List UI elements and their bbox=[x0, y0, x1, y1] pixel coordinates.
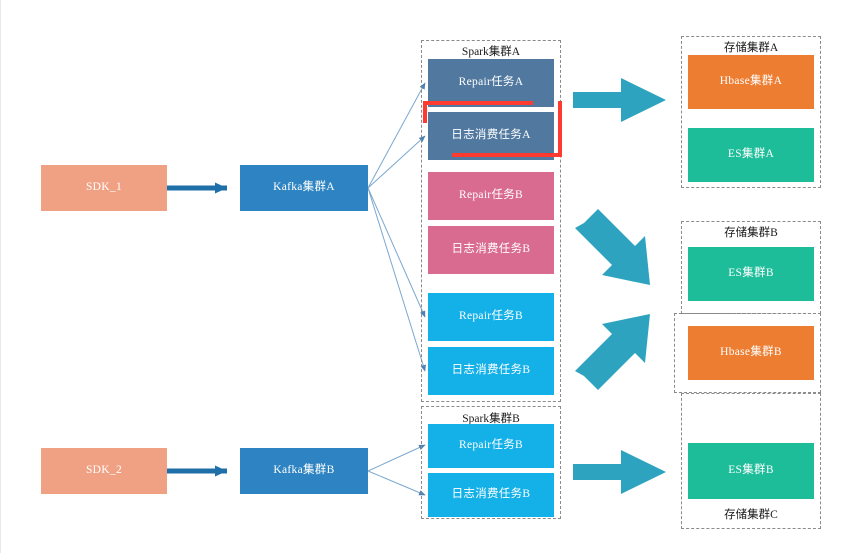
task-consume-a[interactable]: 日志消费任务A bbox=[428, 112, 554, 160]
flow-kafka-a-consume-b2 bbox=[367, 187, 426, 372]
flow-kafka-b-repair-b3 bbox=[367, 444, 426, 472]
node-label: ES集群B bbox=[728, 267, 774, 280]
group-storage-cluster-c bbox=[681, 393, 821, 529]
flow-kafka-a-repair-a bbox=[367, 82, 426, 189]
group-spark-cluster-b-title: Spark集群B bbox=[462, 413, 520, 425]
task-consume-b-cyan[interactable]: 日志消费任务B bbox=[428, 347, 554, 395]
task-consume-b-spark-b[interactable]: 日志消费任务B bbox=[428, 473, 554, 517]
highlight-edge-right bbox=[558, 101, 562, 157]
task-repair-b-spark-b[interactable]: Repair任务B bbox=[428, 424, 554, 468]
group-storage-cluster-a bbox=[681, 36, 821, 188]
node-label: Kafka集群B bbox=[273, 464, 335, 477]
node-es-cluster-b[interactable]: ES集群B bbox=[688, 247, 814, 301]
task-label: 日志消费任务B bbox=[451, 488, 531, 501]
flow-kafka-a-consume-a bbox=[367, 135, 426, 189]
node-kafka-cluster-a[interactable]: Kafka集群A bbox=[240, 165, 368, 211]
node-hbase-cluster-a[interactable]: Hbase集群A bbox=[688, 55, 814, 109]
group-storage-hbase-b bbox=[674, 313, 821, 393]
task-repair-b-cyan[interactable]: Repair任务B bbox=[428, 293, 554, 341]
task-repair-a[interactable]: Repair任务A bbox=[428, 59, 554, 107]
flow-kafka-a-repair-b2 bbox=[367, 187, 426, 318]
flow-kafka-b-consume-b3 bbox=[367, 470, 426, 496]
node-label: Hbase集群A bbox=[719, 75, 783, 88]
block-arrow-spark-a-hbase-b bbox=[575, 314, 650, 390]
node-es-cluster-a[interactable]: ES集群A bbox=[688, 128, 814, 182]
node-hbase-cluster-b[interactable]: Hbase集群B bbox=[688, 326, 814, 380]
task-label: 日志消费任务A bbox=[451, 129, 531, 142]
task-repair-b-pink[interactable]: Repair任务B bbox=[428, 172, 554, 220]
highlight-edge-left bbox=[423, 101, 427, 123]
node-label: ES集群A bbox=[727, 148, 775, 161]
group-spark-cluster-a-title: Spark集群A bbox=[461, 46, 521, 58]
node-sdk-1[interactable]: SDK_1 bbox=[41, 165, 167, 211]
node-label: Kafka集群A bbox=[273, 181, 335, 194]
task-label: Repair任务A bbox=[458, 76, 524, 89]
node-label: ES集群B bbox=[728, 464, 774, 477]
node-label: SDK_1 bbox=[85, 181, 122, 194]
highlight-edge-top bbox=[423, 101, 533, 105]
node-sdk-2[interactable]: SDK_2 bbox=[41, 448, 167, 494]
task-label: 日志消费任务B bbox=[451, 364, 531, 377]
task-label: 日志消费任务B bbox=[451, 243, 531, 256]
node-label: SDK_2 bbox=[85, 464, 122, 477]
task-label: Repair任务B bbox=[458, 189, 524, 202]
group-storage-cluster-c-title: 存储集群C bbox=[724, 509, 778, 521]
node-kafka-cluster-b[interactable]: Kafka集群B bbox=[240, 448, 368, 494]
task-label: Repair任务B bbox=[458, 310, 524, 323]
node-es-cluster-b-2[interactable]: ES集群B bbox=[688, 443, 814, 499]
group-storage-cluster-b-title: 存储集群B bbox=[724, 227, 778, 239]
node-label: Hbase集群B bbox=[720, 346, 782, 359]
task-consume-b-pink[interactable]: 日志消费任务B bbox=[428, 226, 554, 274]
block-arrow-spark-a-storage-a bbox=[573, 78, 666, 122]
block-arrow-spark-a-storage-b bbox=[575, 209, 650, 285]
highlight-edge-bottom bbox=[452, 153, 562, 157]
block-arrow-spark-b-storage-c bbox=[573, 450, 666, 494]
group-storage-cluster-a-title: 存储集群A bbox=[723, 42, 779, 54]
task-label: Repair任务B bbox=[458, 439, 524, 452]
